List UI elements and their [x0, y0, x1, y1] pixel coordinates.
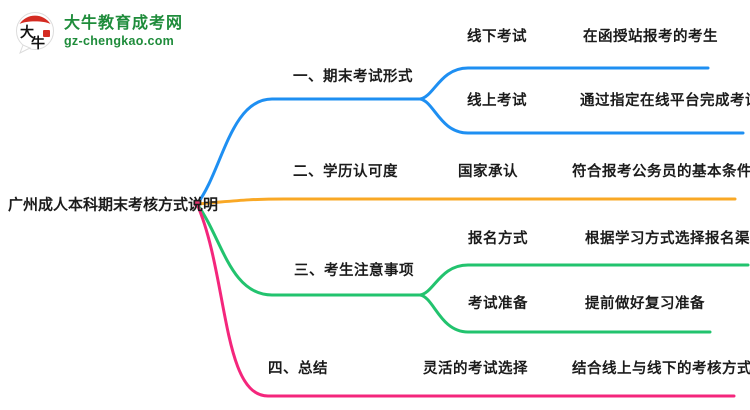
branch-1-label: 一、期末考试形式 [293, 68, 413, 85]
daniu-logo-icon: 大 牛 [16, 12, 54, 54]
root-vertex-dot [193, 200, 201, 208]
branch-1-main-line [195, 97, 422, 206]
branch-2-leaf-recognition: 符合报考公务员的基本条件 [572, 163, 750, 180]
branch-2-line [195, 197, 737, 206]
branch-4-sub-flexible: 灵活的考试选择 [423, 360, 528, 377]
branch-3-upper-line [418, 263, 750, 297]
branch-4-label: 四、总结 [268, 360, 328, 377]
branch-1-sub-online: 线上考试 [467, 92, 527, 109]
branch-3-sub-prepare: 考试准备 [468, 295, 528, 312]
site-logo[interactable]: 大 牛 大牛教育成考网 gz-chengkao.com [14, 10, 183, 54]
branch-1-upper-line [418, 66, 710, 101]
branch-3-lower-line [418, 293, 712, 334]
branch-2-label: 二、学历认可度 [293, 163, 398, 180]
branch-4-leaf-flexible: 结合线上与线下的考核方式 [572, 360, 750, 377]
branch-3-sub-signup: 报名方式 [468, 230, 528, 247]
branch-3-leaf-signup: 根据学习方式选择报名渠道 [585, 230, 750, 247]
branch-1-leaf-online: 通过指定在线平台完成考试 [580, 92, 750, 109]
logo-title: 大牛教育成考网 [64, 15, 184, 33]
root-topic: 广州成人本科期末考核方式说明 [8, 196, 219, 214]
logo-subtitle: gz-chengkao.com [64, 33, 175, 48]
branch-1-leaf-offline: 在函授站报考的考生 [583, 28, 718, 45]
svg-text:大: 大 [20, 24, 34, 40]
svg-text:牛: 牛 [31, 35, 45, 51]
branch-3-label: 三、考生注意事项 [294, 262, 414, 279]
branch-1-sub-offline: 线下考试 [467, 28, 527, 45]
branch-4-line [195, 202, 736, 398]
branch-2-sub-recognition: 国家承认 [458, 163, 518, 180]
branch-3-leaf-prepare: 提前做好复习准备 [585, 295, 705, 312]
branch-1-lower-line [418, 97, 745, 135]
branch-3-main-line [195, 202, 422, 297]
